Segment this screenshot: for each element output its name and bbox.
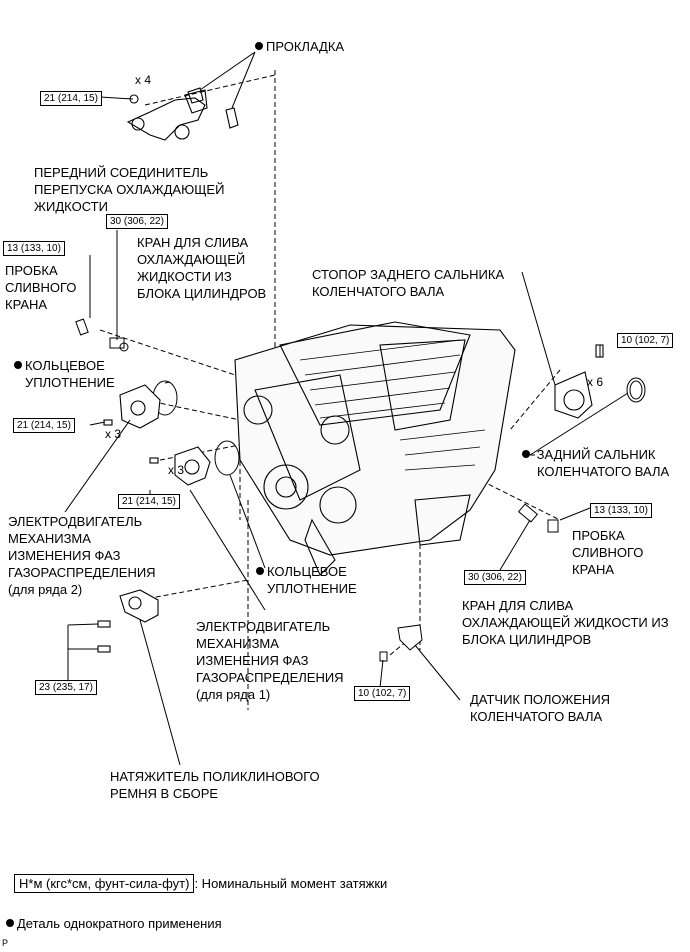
torque-spec-rear-retainer: 10 (102, 7): [617, 333, 674, 348]
crank-sensor-label: ДАТЧИК ПОЛОЖЕНИЯ КОЛЕНЧАТОГО ВАЛА: [470, 692, 611, 724]
torque-spec-drain-valve-top: 30 (306, 22): [106, 214, 168, 229]
single-use-dot-icon: [255, 42, 263, 50]
torque-legend: Н*м (кгс*см, фунт-сила-фут): Номинальный…: [14, 874, 387, 893]
torque-spec-tensioner: 23 (235, 17): [35, 680, 97, 695]
drain-plug-right-label: ПРОБКА СЛИВНОГО КРАНА: [572, 528, 644, 577]
single-use-dot-icon: [6, 919, 14, 927]
drain-valve-right-label: КРАН ДЛЯ СЛИВА ОХЛАЖДАЮЩЕЙ ЖИДКОСТИ ИЗ Б…: [462, 598, 669, 647]
leader-lines: [64, 51, 629, 766]
o-ring-left-label: КОЛЬЦЕВОЕ УПЛОТНЕНИЕ: [14, 357, 115, 391]
drain-valve-right-part: [517, 503, 539, 523]
rear-seal-retainer-part: [554, 344, 604, 419]
drain-plug-left-label: ПРОБКА СЛИВНОГО КРАНА: [5, 263, 77, 312]
rear-seal-label: ЗАДНИЙ САЛЬНИК КОЛЕНЧАТОГО ВАЛА: [522, 446, 669, 480]
vvt-motor-bank2-label: ЭЛЕКТРОДВИГАТЕЛЬ МЕХАНИЗМА ИЗМЕНЕНИЯ ФАЗ…: [8, 514, 156, 597]
bolt-count-x4: x 4: [135, 73, 152, 87]
rear-seal-part: [626, 377, 646, 403]
torque-legend-box: Н*м (кгс*см, фунт-сила-фут): [14, 874, 195, 893]
front-bypass-connector-label: ПЕРЕДНИЙ СОЕДИНИТЕЛЬ ПЕРЕПУСКА ОХЛАЖДАЮЩ…: [34, 165, 225, 214]
vvt-motor-bank1-part: [149, 446, 211, 486]
torque-spec-drain-valve-right: 30 (306, 22): [464, 570, 526, 585]
o-ring-right-label: КОЛЬЦЕВОЕ УПЛОТНЕНИЕ: [256, 563, 357, 597]
engine-block: [234, 321, 516, 576]
drain-plug-left-part: [75, 318, 89, 336]
bolt-count-x3-left: x 3: [105, 427, 122, 441]
single-use-legend: Деталь однократного применения: [6, 915, 222, 932]
o-ring-right-part: [214, 440, 240, 476]
vvt-motor-bank1-label: ЭЛЕКТРОДВИГАТЕЛЬ МЕХАНИЗМА ИЗМЕНЕНИЯ ФАЗ…: [196, 619, 344, 702]
tensioner-part: [97, 589, 159, 653]
single-use-dot-icon: [256, 567, 264, 575]
torque-spec-crank-sensor: 10 (102, 7): [354, 686, 411, 701]
torque-spec-vvt-bank1: 21 (214, 15): [118, 494, 180, 509]
corner-mark: P: [2, 938, 9, 948]
front-bypass-connector-part: [126, 87, 239, 141]
vvt-motor-bank2-part: [103, 384, 161, 429]
drain-valve-top-label: КРАН ДЛЯ СЛИВА ОХЛАЖДАЮЩЕЙ ЖИДКОСТИ ИЗ Б…: [137, 235, 267, 301]
rear-seal-retainer-label: СТОПОР ЗАДНЕГО САЛЬНИКА КОЛЕНЧАТОГО ВАЛА: [312, 267, 505, 299]
tensioner-label: НАТЯЖИТЕЛЬ ПОЛИКЛИНОВОГО РЕМНЯ В СБОРЕ: [110, 769, 320, 801]
torque-spec-drain-plug-right: 13 (133, 10): [590, 503, 652, 518]
gasket-label: ПРОКЛАДКА: [255, 38, 344, 55]
torque-spec-drain-plug-left: 13 (133, 10): [3, 241, 65, 256]
bolt-count-x3-center: x 3: [168, 463, 185, 477]
crank-sensor-part: [379, 624, 423, 662]
single-use-dot-icon: [522, 450, 530, 458]
bolt-count-x6: x 6: [587, 375, 604, 389]
torque-spec-front-connector: 21 (214, 15): [40, 91, 102, 106]
drain-plug-right-part: [547, 519, 559, 533]
drain-valve-top-part: [109, 337, 129, 352]
torque-spec-vvt-bank2: 21 (214, 15): [13, 418, 75, 433]
single-use-dot-icon: [14, 361, 22, 369]
